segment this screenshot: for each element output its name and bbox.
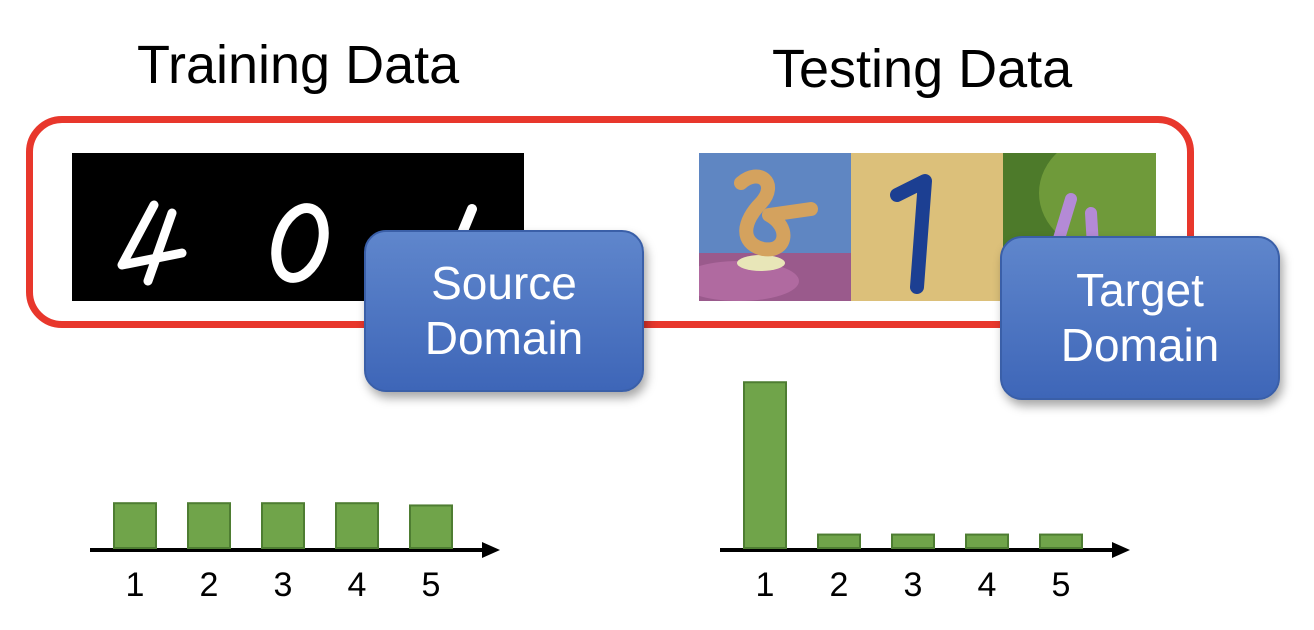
testing-tick-label-1: 1 [756, 566, 775, 604]
testing-bar-2 [817, 533, 861, 549]
source-domain-badge: Source Domain [364, 230, 644, 392]
testing-tick-label-4: 4 [978, 566, 997, 604]
target-domain-badge: Target Domain [1000, 236, 1280, 400]
testing-label-distribution-chart: 1 2 3 4 5 [720, 381, 1130, 604]
training-bar-1 [113, 502, 157, 549]
target-badge-line1: Target [1076, 263, 1204, 316]
testing-x-axis-arrow [1112, 542, 1130, 558]
testing-tick-label-2: 2 [830, 566, 849, 604]
training-bar-3 [261, 502, 305, 549]
training-tick-label-3: 3 [274, 566, 293, 604]
testing-bar-1 [743, 381, 787, 549]
digit-0-image [271, 203, 329, 283]
training-x-axis-arrow [482, 542, 500, 558]
training-tick-label-1: 1 [126, 566, 145, 604]
target-badge-line2: Domain [1060, 319, 1220, 371]
training-tick-label-4: 4 [348, 566, 367, 604]
source-badge-line1: Source [431, 256, 577, 309]
testing-bar-5 [1039, 533, 1083, 549]
training-bar-5 [409, 504, 453, 550]
testing-bar-3 [891, 533, 935, 549]
training-bar-4 [335, 502, 379, 549]
source-badge-line2: Domain [424, 312, 584, 364]
digit-4-image [117, 200, 187, 286]
testing-data-title: Testing Data [772, 39, 1073, 99]
testing-bar-4 [965, 533, 1009, 549]
testing-tick-label-5: 5 [1052, 566, 1071, 604]
training-bar-2 [187, 502, 231, 549]
training-data-title: Training Data [137, 35, 460, 95]
testing-tick-label-3: 3 [904, 566, 923, 604]
training-tick-label-5: 5 [422, 566, 441, 604]
digit-1-image-target [851, 153, 1003, 301]
training-tick-label-2: 2 [200, 566, 219, 604]
digit-8-image [699, 153, 851, 301]
training-label-distribution-chart: 1 2 3 4 5 [90, 502, 500, 604]
